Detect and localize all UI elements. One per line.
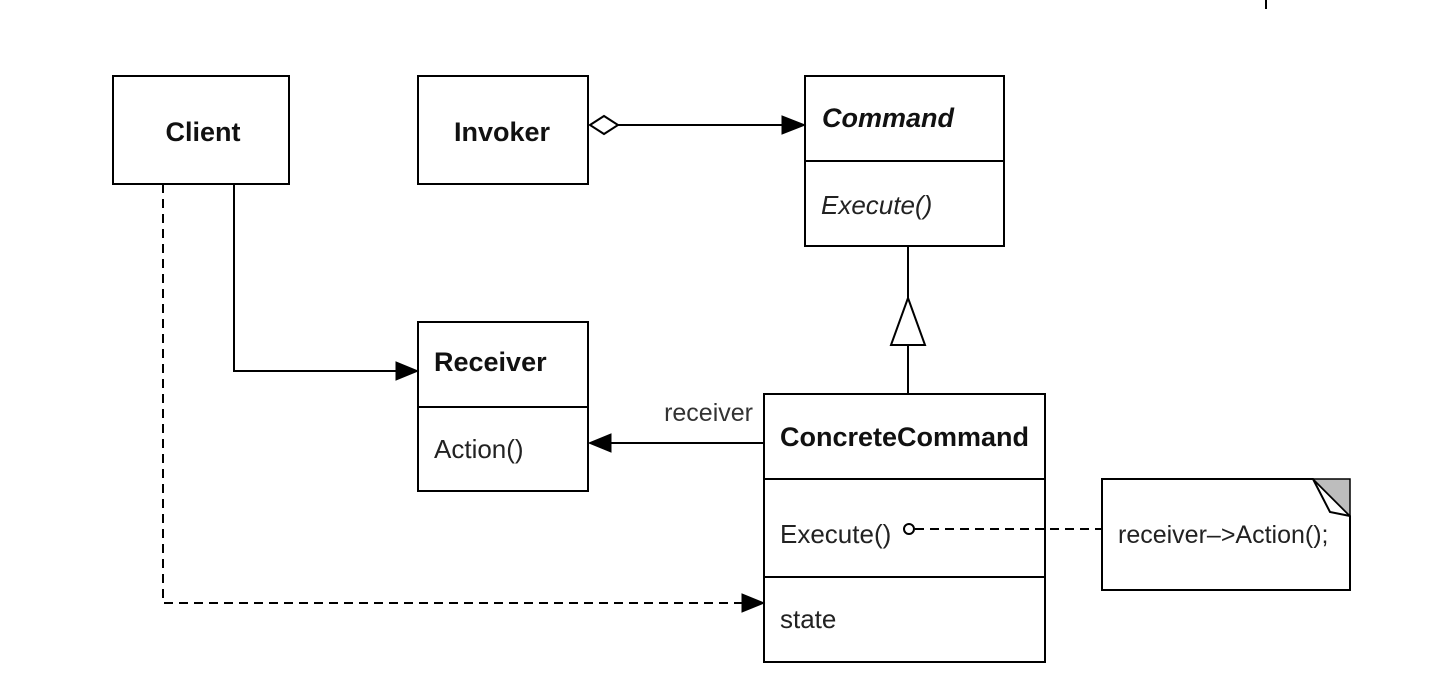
client-receiver-association (233, 184, 420, 381)
note-anchor-link (903, 523, 1102, 535)
class-client-name: Client (165, 117, 240, 147)
class-command-name: Command (822, 103, 955, 133)
note-anchor-circle (903, 523, 915, 535)
note-text: receiver–>Action(); (1118, 521, 1329, 549)
class-receiver-name: Receiver (434, 347, 547, 377)
note-fold-corner (1311, 478, 1351, 518)
inheritance-generalization (889, 246, 927, 394)
inheritance-triangle (889, 295, 927, 346)
invoker-command-aggregation (588, 114, 807, 136)
class-command[interactable]: Command Execute() (804, 75, 1005, 247)
class-client[interactable]: Client (112, 75, 290, 185)
class-receiver-operation: Action() (434, 434, 524, 464)
implementation-note[interactable]: receiver–>Action(); (1101, 478, 1351, 591)
client-concrete-command-dependency (162, 184, 766, 613)
class-invoker-name: Invoker (454, 117, 551, 147)
aggregation-arrowhead (781, 115, 807, 135)
class-concrete-command-attribute: state (780, 604, 836, 634)
aggregation-diamond (588, 114, 620, 136)
receiver-arrowhead (587, 433, 612, 453)
client-receiver-arrowhead (395, 361, 420, 381)
role-receiver-label: receiver (664, 399, 753, 427)
dependency-arrowhead (741, 593, 766, 613)
class-concrete-command-name: ConcreteCommand (780, 422, 1029, 452)
class-invoker[interactable]: Invoker (417, 75, 589, 185)
class-receiver[interactable]: Receiver Action() (417, 321, 589, 492)
class-command-operation: Execute() (821, 190, 932, 220)
concrete-command-receiver-association: receiver (587, 399, 764, 453)
class-concrete-command-operation: Execute() (780, 519, 891, 549)
